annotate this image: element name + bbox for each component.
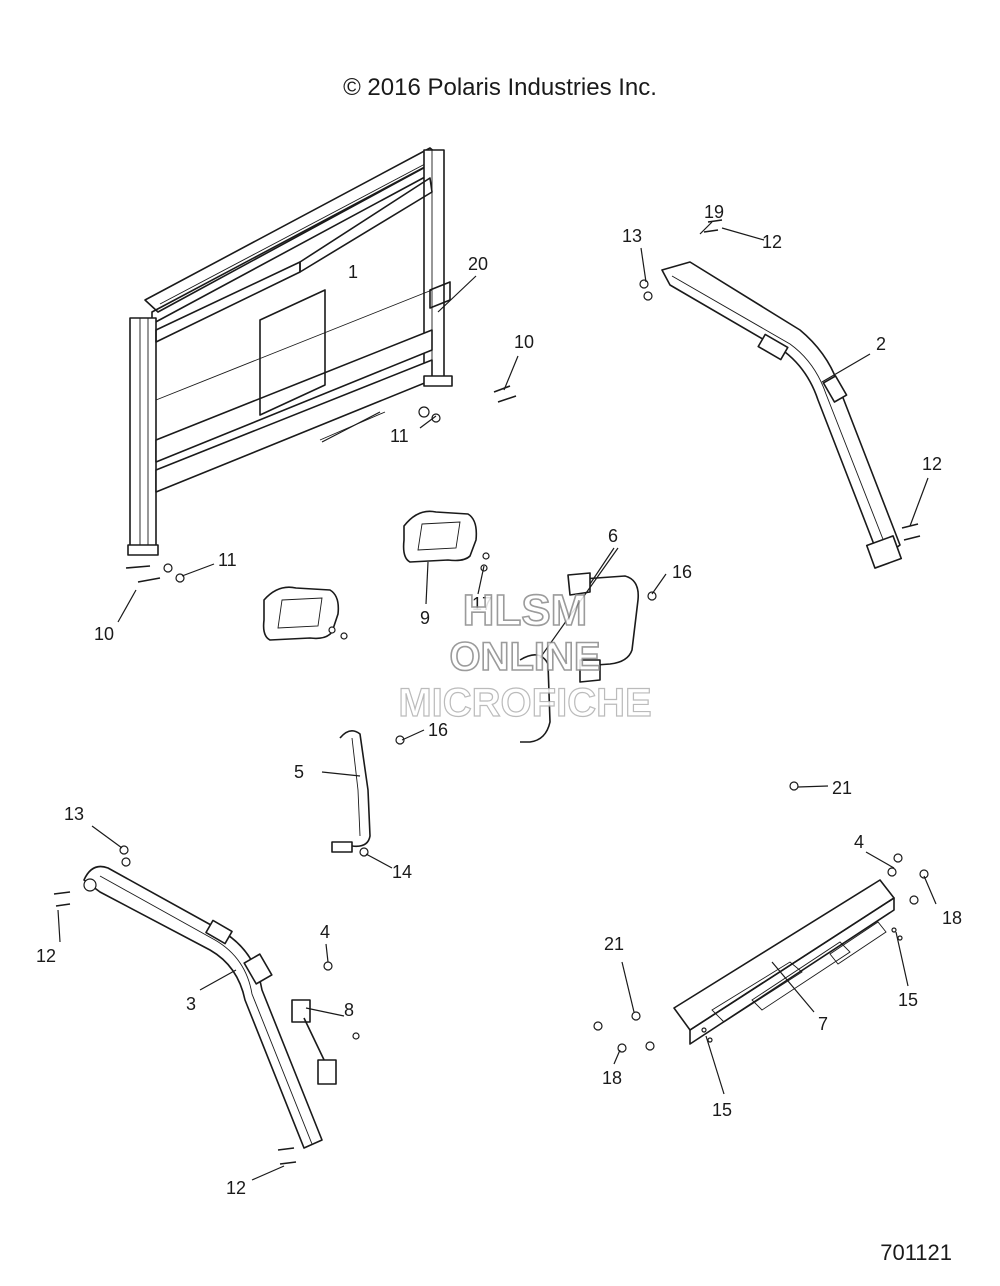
callout-12: 12 <box>762 232 782 252</box>
leader-lines <box>57 221 937 1181</box>
callout-10: 10 <box>514 332 534 352</box>
callout-17: 17 <box>472 594 492 614</box>
callout-13: 13 <box>64 804 84 824</box>
callout-21: 21 <box>604 934 624 954</box>
figure-number: 701121 <box>880 1240 952 1265</box>
callout-15: 15 <box>712 1100 732 1120</box>
cab-frame-part-1 <box>127 147 453 556</box>
callout-9: 9 <box>420 608 430 628</box>
callout-5: 5 <box>294 762 304 782</box>
callout-21: 21 <box>832 778 852 798</box>
watermark: HLSM ONLINE MICROFICHE <box>370 586 680 726</box>
callout-10: 10 <box>94 624 114 644</box>
hardware-fasteners <box>53 219 929 1165</box>
callout-1: 1 <box>348 262 358 282</box>
callout-16: 16 <box>672 562 692 582</box>
callout-4: 4 <box>320 922 330 942</box>
callout-12: 12 <box>36 946 56 966</box>
callout-3: 3 <box>186 994 196 1014</box>
callout-12: 12 <box>922 454 942 474</box>
callout-labels: 1 2 3 4 4 5 6 7 8 9 10 10 11 11 12 12 12… <box>36 202 962 1198</box>
watermark-line-2: ONLINE <box>449 634 602 680</box>
grab-handle-part-5 <box>331 730 371 853</box>
callout-12: 12 <box>226 1178 246 1198</box>
callout-2: 2 <box>876 334 886 354</box>
callout-15: 15 <box>898 990 918 1010</box>
strut-part-8 <box>291 999 337 1085</box>
callout-6: 6 <box>608 526 618 546</box>
callout-4: 4 <box>854 832 864 852</box>
callout-18: 18 <box>942 908 962 928</box>
watermark-line-3: MICROFICHE <box>398 680 653 725</box>
grab-handle-part-6 <box>519 572 640 743</box>
left-roll-bar-part-3 <box>83 865 323 1149</box>
callout-14: 14 <box>392 862 412 882</box>
right-roll-bar-part-2 <box>661 261 903 569</box>
callout-11: 11 <box>390 426 409 446</box>
watermark-line-1: HLSM <box>462 586 588 635</box>
callout-19: 19 <box>704 202 724 222</box>
callout-20: 20 <box>468 254 488 274</box>
callout-13: 13 <box>622 226 642 246</box>
callout-11: 11 <box>218 550 237 570</box>
callout-8: 8 <box>344 1000 354 1020</box>
callout-18: 18 <box>602 1068 622 1088</box>
callout-7: 7 <box>818 1014 828 1034</box>
copyright-notice: © 2016 Polaris Industries Inc. <box>343 74 657 101</box>
rear-panel-part-7 <box>673 879 895 1045</box>
handle-cover-part-9 <box>262 510 478 641</box>
callout-16: 16 <box>428 720 448 740</box>
